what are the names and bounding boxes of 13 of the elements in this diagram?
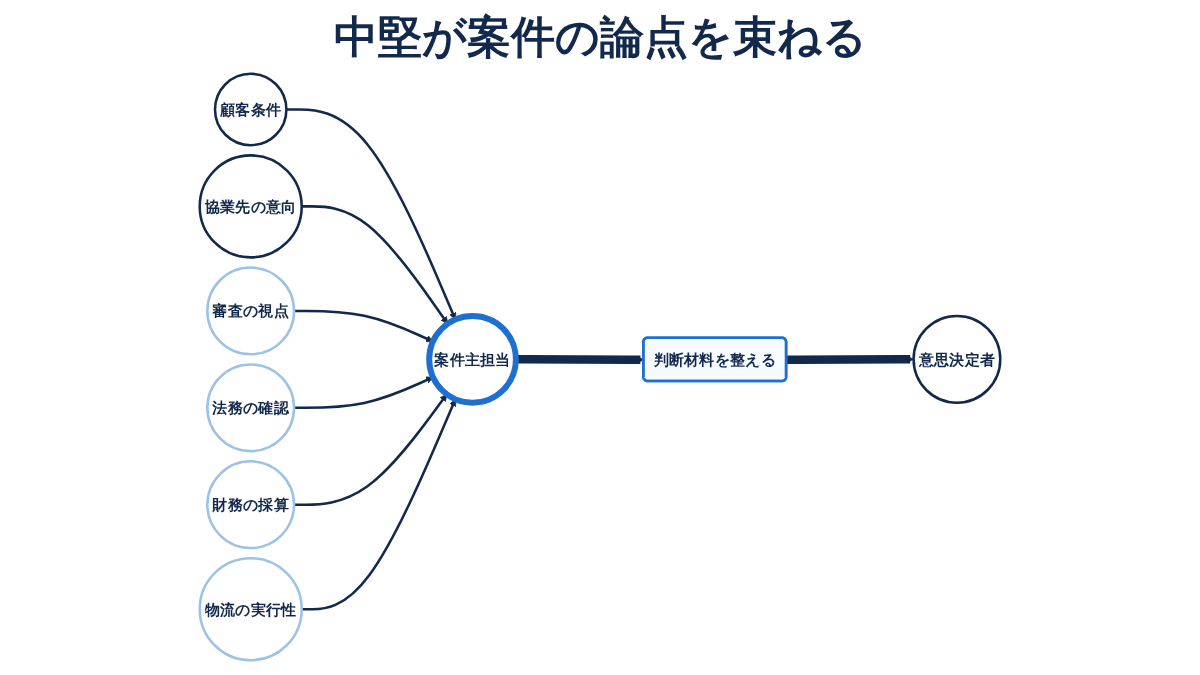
arrow (786, 354, 914, 364)
node-circle: 顧客条件 (213, 72, 288, 146)
node-circle: 協業先の意向 (198, 153, 303, 259)
node-circle: 審査の視点 (206, 265, 296, 356)
node-circle: 物流の実行性 (198, 556, 303, 661)
node-circle: 意思決定者 (912, 314, 1002, 404)
arrow (286, 107, 457, 320)
title: 中堅が案件の論点を束ねる (333, 10, 867, 64)
node-circle: 財務の採算 (206, 459, 296, 549)
node-circle: 法務の確認 (206, 362, 296, 452)
arrow (294, 393, 448, 506)
arrow (301, 204, 448, 324)
node-circle: 案件主担当 (426, 312, 519, 406)
